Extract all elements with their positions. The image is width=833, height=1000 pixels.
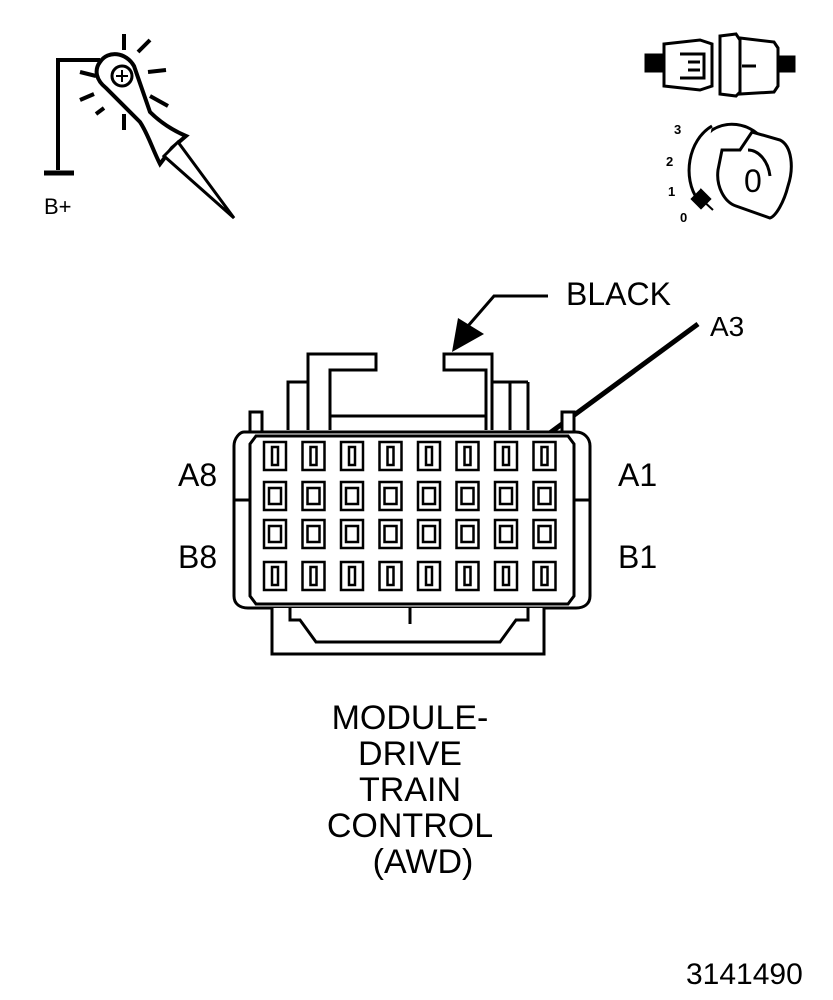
pin-terminal (309, 445, 318, 467)
caption-line-4: CONTROL (326, 807, 494, 845)
pin-terminal (347, 445, 357, 467)
caption-line-2: DRIVE (358, 735, 462, 773)
pin-terminal (344, 524, 360, 544)
supply-label: B+ (44, 194, 72, 219)
pin-terminal (498, 486, 514, 506)
pin-terminal (537, 486, 552, 506)
pin-terminal (424, 565, 434, 587)
pin-callout-label: A3 (710, 311, 744, 342)
row-b-end-label: B8 (178, 539, 217, 575)
pin-terminal (270, 565, 280, 587)
disconnected-connector-icon (644, 32, 796, 98)
pin-terminal (306, 524, 321, 544)
row-a-end-label: A8 (178, 457, 217, 493)
pin-terminal (501, 445, 511, 467)
pin-terminal (501, 565, 511, 587)
pin-terminal (267, 486, 283, 506)
key-position-0: 0 (680, 210, 687, 225)
test-light-icon (44, 34, 236, 220)
pin-terminal (347, 565, 357, 587)
pin-terminal (309, 565, 318, 587)
pin-grid (262, 440, 557, 592)
pin-terminal (306, 486, 321, 506)
connector-color-label: BLACK (566, 276, 671, 312)
caption-line-5: (AWD) (372, 843, 474, 881)
ignition-key-icon (687, 122, 793, 220)
pin-terminal (386, 445, 395, 467)
pin-terminal (498, 524, 514, 544)
pin-terminal (424, 445, 434, 467)
component-caption: MODULE- DRIVE TRAIN CONTROL (AWD) (250, 700, 570, 880)
color-leader-arrow (452, 294, 548, 352)
row-b-start-label: B1 (618, 539, 657, 575)
caption-line-3: TRAIN (359, 771, 461, 809)
pin-terminal (386, 565, 395, 587)
pin-terminal (383, 524, 398, 544)
pin-terminal (463, 445, 472, 467)
pin-terminal (344, 486, 360, 506)
pin-terminal (270, 445, 280, 467)
pin-terminal (421, 524, 437, 544)
pin-terminal (540, 445, 549, 467)
pin-terminal (460, 524, 475, 544)
key-position-2: 2 (666, 154, 673, 169)
key-position-3: 3 (674, 122, 681, 137)
caption-line-1: MODULE- (331, 699, 489, 737)
key-position-1: 1 (668, 184, 675, 199)
row-a-start-label: A1 (618, 457, 657, 493)
pin-terminal (383, 486, 398, 506)
pin-terminal (460, 486, 475, 506)
key-face-label: 0 (744, 163, 762, 199)
figure-number: 3141490 (686, 958, 803, 991)
pin-terminal (463, 565, 472, 587)
pin-terminal (421, 486, 437, 506)
pin-terminal (267, 524, 283, 544)
pin-terminal (537, 524, 552, 544)
pin-terminal (540, 565, 549, 587)
